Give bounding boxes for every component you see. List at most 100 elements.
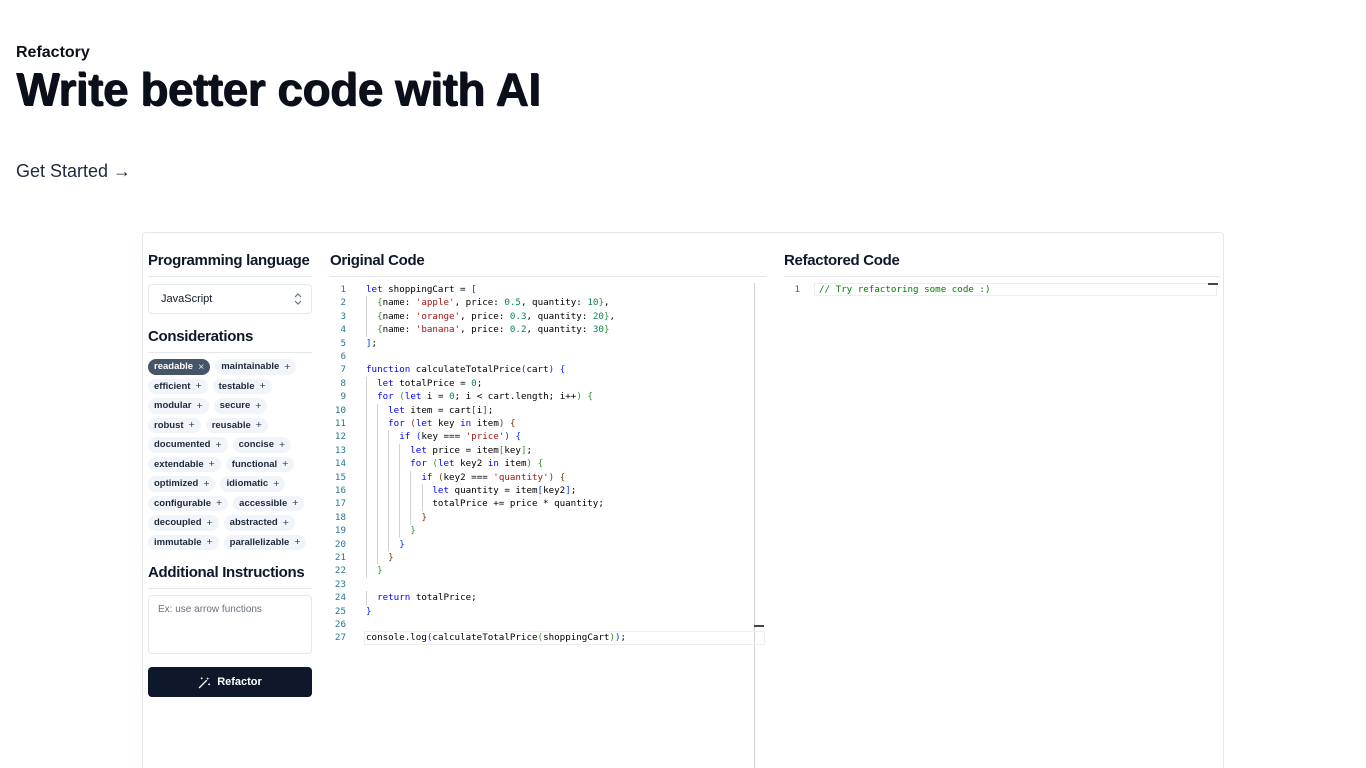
consideration-tag[interactable]: reusable+ (205, 417, 268, 433)
code-text: for (let i = 0; i < cart.length; i++) { (377, 391, 593, 403)
code-text: return totalPrice; (377, 592, 477, 604)
consideration-tag[interactable]: optimized+ (148, 476, 216, 492)
code-line: 25} (330, 605, 372, 618)
indent-guide (366, 591, 367, 605)
consideration-tag[interactable]: configurable+ (148, 495, 229, 511)
scroll-position-marker (754, 625, 764, 628)
consideration-tag-label: configurable (154, 497, 212, 509)
indent-guide (377, 537, 379, 551)
current-line-highlight (364, 631, 765, 645)
line-number: 27 (334, 632, 346, 644)
code-text: } (366, 605, 372, 617)
refactored-code-editor[interactable]: 1 // Try refactoring some code :) (784, 283, 1220, 768)
code-line: 6 (330, 350, 346, 363)
line-number: 6 (340, 351, 346, 362)
indent-guide (399, 497, 401, 511)
indent-guide (377, 524, 379, 538)
code-line: 17 totalPrice += price * quantity; (330, 497, 604, 510)
indent-guide (377, 551, 379, 565)
line-number: 19 (334, 525, 346, 537)
language-select-value: JavaScript (161, 293, 213, 305)
code-line: 21 } (330, 551, 394, 564)
indent-guide (399, 457, 401, 471)
language-select[interactable]: JavaScript (148, 284, 312, 314)
plus-icon: + (208, 458, 215, 471)
consideration-tag[interactable]: robust+ (148, 417, 201, 433)
code-text: let shoppingCart = [ (366, 284, 477, 295)
code-text: function calculateTotalPrice(cart) { (366, 364, 566, 376)
editor-scrollbar[interactable] (754, 283, 755, 768)
line-number: 1 (794, 284, 800, 295)
code-line: 1 // Try refactoring some code :) (784, 283, 990, 296)
consideration-tag[interactable]: accessible+ (233, 495, 305, 511)
consideration-tag[interactable]: secure+ (213, 398, 268, 414)
consideration-tag[interactable]: readable× (148, 359, 211, 375)
code-line: 2 {name: 'apple', price: 0.5, quantity: … (330, 296, 609, 309)
indent-guide (366, 443, 367, 458)
instructions-input[interactable] (148, 595, 312, 654)
indent-guide (366, 484, 367, 498)
line-number: 26 (334, 619, 346, 630)
code-line: 22 } (330, 564, 383, 577)
indent-guide (399, 524, 401, 538)
consideration-tag[interactable]: parallelizable+ (223, 534, 307, 550)
consideration-tag-label: optimized (154, 478, 199, 490)
code-text: } (388, 552, 394, 563)
refactor-button[interactable]: Refactor (148, 667, 312, 697)
consideration-tag-label: extendable (154, 458, 204, 470)
consideration-tag-label: decoupled (154, 517, 202, 529)
original-code-editor[interactable]: 1 let shoppingCart = [2 {name: 'apple', p… (330, 283, 766, 768)
indent-guide (366, 403, 367, 417)
consideration-tag[interactable]: functional+ (225, 456, 295, 472)
consideration-tag-label: robust (154, 419, 184, 431)
code-text: // Try refactoring some code :) (819, 284, 991, 295)
consideration-tag[interactable]: efficient+ (148, 378, 208, 394)
consideration-tag[interactable]: documented+ (148, 437, 228, 453)
code-text: for (let key in item) { (388, 418, 516, 429)
consideration-tag[interactable]: testable+ (212, 378, 272, 394)
line-number: 13 (334, 444, 346, 456)
consideration-tag-label: reusable (211, 419, 251, 431)
indent-guide (421, 497, 423, 511)
code-line: 1 let shoppingCart = [ (330, 283, 476, 296)
indent-guide (366, 564, 367, 578)
plus-icon: + (292, 497, 299, 510)
code-text: console.log(calculateTotalPrice(shopping… (366, 632, 627, 644)
code-text: {name: 'orange', price: 0.3, quantity: 2… (377, 310, 616, 322)
divider (148, 588, 312, 589)
indent-guide (366, 537, 367, 551)
plus-icon: + (294, 536, 301, 549)
consideration-tag[interactable]: immutable+ (148, 534, 219, 550)
indent-guide (366, 470, 367, 484)
code-text: } (421, 511, 427, 523)
line-number: 1 (340, 284, 346, 295)
indent-guide (366, 417, 367, 431)
code-line: 26 (330, 618, 346, 631)
consideration-tag-label: readable (154, 361, 194, 373)
plus-icon: + (195, 380, 202, 393)
divider (330, 276, 766, 277)
line-number: 15 (334, 471, 346, 483)
indent-guide (377, 457, 379, 471)
divider (784, 276, 1220, 277)
code-line: 5]; (330, 337, 377, 350)
indent-guide (366, 323, 367, 337)
consideration-tag[interactable]: idiomatic+ (220, 476, 286, 492)
consideration-tag-label: maintainable (221, 361, 280, 373)
consideration-tag[interactable]: decoupled+ (148, 515, 219, 531)
plus-icon: + (282, 458, 289, 471)
consideration-tag[interactable]: abstracted+ (223, 515, 295, 531)
indent-guide (410, 470, 412, 484)
consideration-tag[interactable]: maintainable+ (215, 359, 297, 375)
indent-guide (366, 376, 367, 391)
code-text: if (key === 'price') { (399, 431, 522, 443)
line-number: 17 (334, 498, 346, 510)
get-started-link[interactable]: Get Started → (16, 161, 132, 181)
consideration-tag[interactable]: modular+ (148, 398, 209, 414)
consideration-tag[interactable]: concise+ (232, 437, 292, 453)
code-text: let item = cart[i]; (388, 404, 494, 416)
code-text: {name: 'banana', price: 0.2, quantity: 3… (377, 324, 610, 336)
consideration-tag[interactable]: extendable + (148, 456, 221, 472)
line-number: 5 (340, 337, 346, 349)
consideration-tag-label: secure (219, 400, 251, 412)
